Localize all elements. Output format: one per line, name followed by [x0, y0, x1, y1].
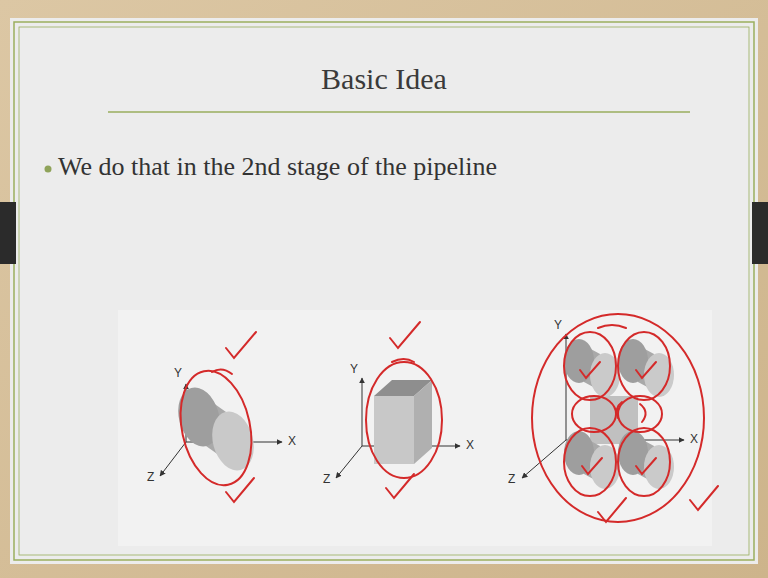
- axis-label: X: [690, 432, 698, 446]
- cylinder-figure: [160, 383, 282, 476]
- axis-label: Y: [174, 366, 182, 380]
- axis-label: Y: [350, 362, 358, 376]
- axis-label: X: [288, 434, 296, 448]
- axis-label: X: [466, 438, 474, 452]
- axis-label: Z: [323, 472, 330, 486]
- pen-annotations: [171, 314, 718, 522]
- axis-label: Y: [554, 318, 562, 332]
- axis-label: Z: [147, 470, 154, 484]
- axis-label: Z: [508, 472, 515, 486]
- slide-title: Basic Idea: [321, 62, 447, 96]
- bullet-text: We do that in the 2nd stage of the pipel…: [58, 152, 497, 182]
- assembly-figure: [522, 334, 684, 489]
